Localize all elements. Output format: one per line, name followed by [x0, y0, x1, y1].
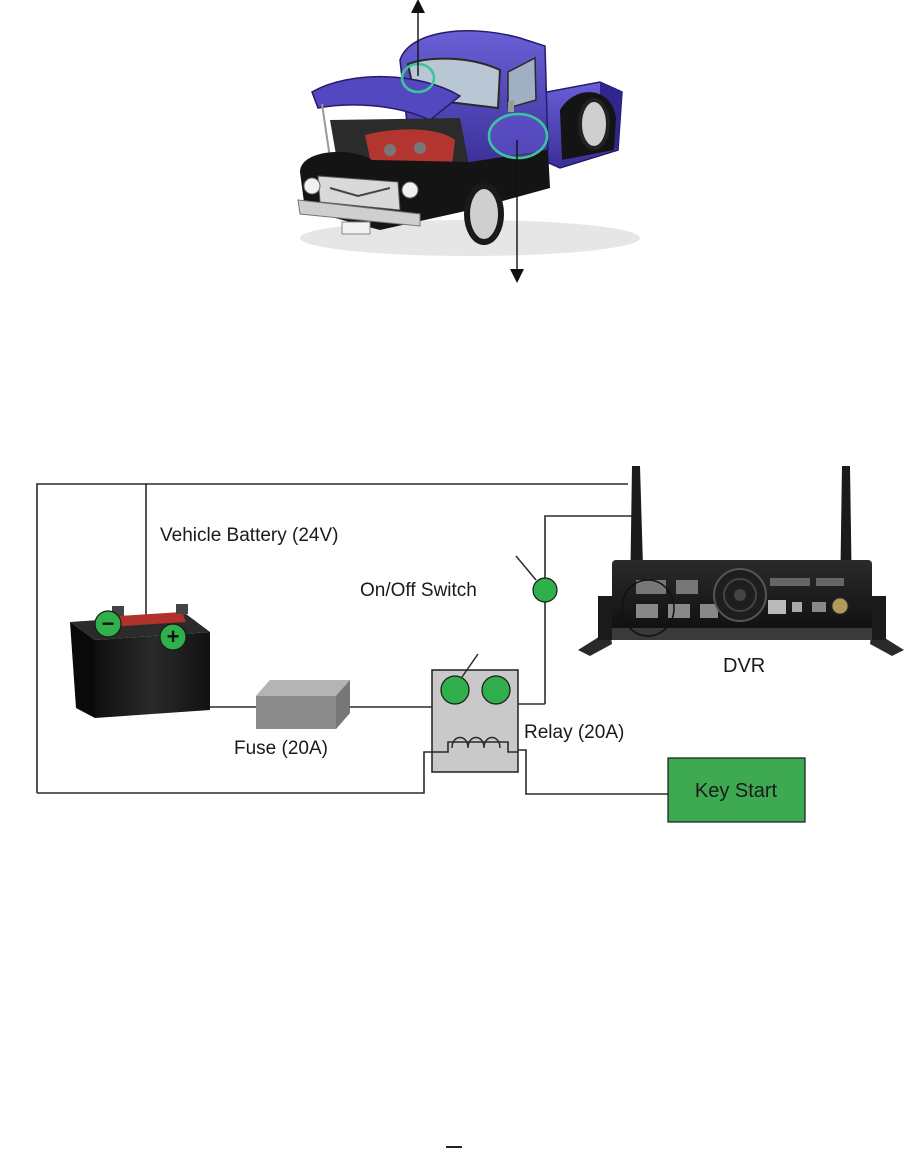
- wire-relay-to-key-start: [518, 750, 668, 794]
- dvr-label: DVR: [723, 655, 765, 677]
- dashboard-mount-highlight: [489, 114, 547, 158]
- pickup-truck-icon: [298, 6, 640, 276]
- page-number-marker: [446, 1146, 462, 1148]
- negative-sign: −: [102, 611, 115, 636]
- relay-label: Relay (20A): [524, 722, 624, 743]
- on-off-switch: [516, 556, 557, 602]
- positive-sign: +: [167, 624, 180, 649]
- vehicle-battery-label: Vehicle Battery (24V): [160, 525, 338, 546]
- key-start-label: Key Start: [695, 780, 778, 802]
- switch-terminal-icon: [533, 578, 557, 602]
- fuse-label: Fuse (20A): [234, 738, 328, 759]
- relay-icon: [432, 654, 518, 772]
- dvr-unit-icon: [578, 466, 904, 656]
- fuse-block-icon: [256, 680, 350, 729]
- key-start-box: Key Start: [668, 758, 805, 822]
- car-battery-icon: − +: [70, 604, 210, 718]
- on-off-switch-label: On/Off Switch: [360, 580, 477, 601]
